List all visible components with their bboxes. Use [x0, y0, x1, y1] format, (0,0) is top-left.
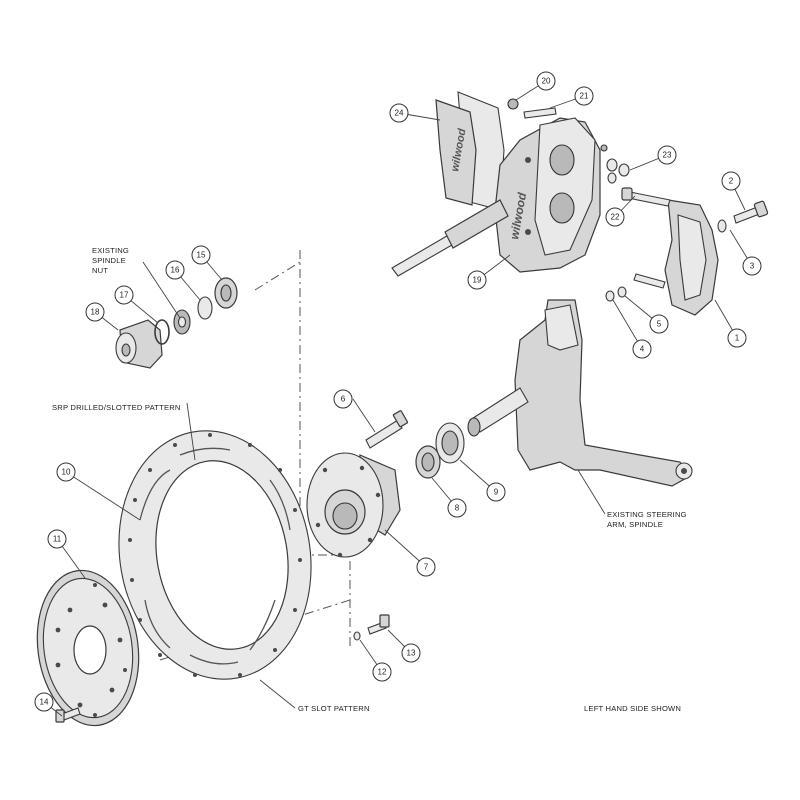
svg-text:9: 9 [494, 488, 499, 497]
caliper: wilwood [494, 117, 601, 273]
callout-15: 15 [191, 245, 211, 265]
svg-text:16: 16 [171, 266, 180, 275]
svg-text:1: 1 [735, 334, 740, 343]
note-steering-arm-line1: EXISTING STEERING [607, 510, 687, 519]
callout-13: 13 [401, 643, 421, 663]
nut-20 [507, 98, 519, 110]
callout-23: 23 [657, 145, 677, 165]
callout-20: 20 [536, 71, 556, 91]
bearing-15 [214, 277, 238, 309]
callout-11: 11 [47, 529, 67, 549]
callout-17: 17 [114, 285, 134, 305]
svg-text:13: 13 [407, 649, 416, 658]
bracket-bolt-2 [733, 200, 769, 224]
note-steering-arm-line2: ARM, SPINDLE [607, 520, 663, 529]
svg-text:7: 7 [424, 563, 429, 572]
bolt-13 [367, 614, 390, 635]
bearing-8 [415, 445, 441, 479]
wheel-stud [365, 410, 409, 449]
note-gt-pattern: GT SLOT PATTERN [298, 704, 370, 713]
svg-text:17: 17 [120, 291, 129, 300]
rotor-hat [36, 569, 140, 727]
hub [306, 452, 401, 558]
callout-22: 22 [605, 207, 625, 227]
svg-text:14: 14 [40, 698, 49, 707]
svg-text:6: 6 [341, 395, 346, 404]
svg-text:11: 11 [53, 535, 62, 544]
callout-10: 10 [56, 462, 76, 482]
brake-pads: wilwood [435, 91, 505, 211]
callout-8: 8 [447, 498, 467, 518]
callout-7: 7 [416, 557, 436, 577]
dust-cap-18 [115, 319, 163, 369]
spindle-nut [173, 309, 191, 335]
svg-text:24: 24 [395, 109, 404, 118]
svg-text:3: 3 [750, 262, 755, 271]
note-existing-spindle-nut-line2: SPINDLE [92, 256, 126, 265]
svg-text:22: 22 [611, 213, 620, 222]
washer-3 [717, 219, 727, 233]
callout-3: 3 [742, 256, 762, 276]
washer-12 [353, 631, 361, 641]
callout-5: 5 [649, 314, 669, 334]
callout-24: 24 [389, 103, 409, 123]
svg-text:21: 21 [580, 92, 589, 101]
bolt-21 [523, 107, 557, 119]
callout-19: 19 [467, 270, 487, 290]
callout-1: 1 [727, 328, 747, 348]
callout-2: 2 [721, 171, 741, 191]
seal-9 [435, 422, 465, 464]
washer-16 [197, 296, 213, 320]
assembly-axis-line [299, 250, 351, 650]
washer-4 [605, 290, 615, 302]
mounting-bracket [664, 199, 719, 316]
callout-18: 18 [85, 302, 105, 322]
svg-text:8: 8 [455, 504, 460, 513]
svg-text:18: 18 [91, 308, 100, 317]
washer-5 [617, 286, 627, 298]
svg-text:12: 12 [378, 668, 387, 677]
caliper-pin [391, 199, 509, 277]
note-left-hand-side: LEFT HAND SIDE SHOWN [584, 704, 681, 713]
o-ring-17 [154, 319, 170, 345]
svg-text:15: 15 [197, 251, 206, 260]
callout-12: 12 [372, 662, 392, 682]
svg-text:5: 5 [657, 320, 662, 329]
washers-23 [606, 158, 630, 184]
svg-text:23: 23 [663, 151, 672, 160]
svg-text:19: 19 [473, 276, 482, 285]
caliper-bleeder [600, 144, 608, 152]
note-existing-spindle-nut-line3: NUT [92, 266, 108, 275]
rotor [118, 430, 312, 680]
callout-6: 6 [333, 389, 353, 409]
spindle-steering-arm [467, 299, 693, 487]
callout-14: 14 [34, 692, 54, 712]
svg-text:20: 20 [542, 77, 551, 86]
callout-9: 9 [486, 482, 506, 502]
note-srp-pattern: SRP DRILLED/SLOTTED PATTERN [52, 403, 181, 412]
spindle-axis-line [254, 261, 301, 291]
svg-text:2: 2 [729, 177, 734, 186]
bracket-bolt-22 [621, 187, 671, 207]
callout-16: 16 [165, 260, 185, 280]
callout-4: 4 [632, 339, 652, 359]
svg-text:4: 4 [640, 345, 645, 354]
callout-21: 21 [574, 86, 594, 106]
svg-text:10: 10 [62, 468, 71, 477]
note-existing-spindle-nut-line1: EXISTING [92, 246, 129, 255]
bracket-bolt-lower [633, 273, 666, 289]
